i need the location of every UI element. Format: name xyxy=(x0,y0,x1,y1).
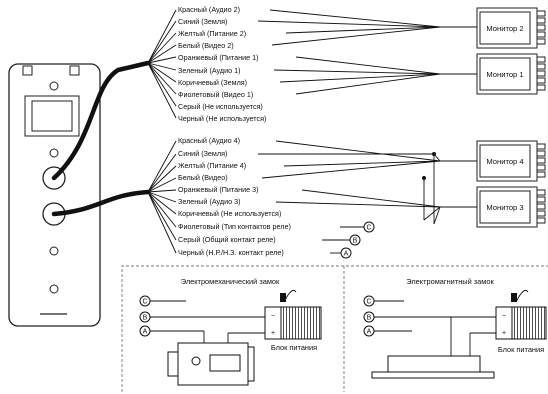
power-supply-label: Блок питания xyxy=(271,343,317,352)
power-supply-label: Блок питания xyxy=(498,345,544,354)
monitor-label: Монитор 2 xyxy=(486,24,523,33)
svg-text:B: B xyxy=(143,315,148,322)
svg-text:+: + xyxy=(502,330,506,337)
wire-label: Синий (Земля) xyxy=(178,149,227,158)
junction-dot xyxy=(422,176,426,180)
wire-label: Белый (Видео 2) xyxy=(178,41,234,50)
wire-label: Оранжевый (Питание 1) xyxy=(178,53,259,62)
door-panel xyxy=(8,63,101,327)
cable-lower xyxy=(51,189,151,217)
svg-text:A: A xyxy=(367,329,372,336)
wire-label: Синий (Земля) xyxy=(178,17,227,26)
relay-marker-a: A xyxy=(340,247,352,259)
plug-icon xyxy=(511,293,517,302)
svg-text:+: + xyxy=(271,330,275,337)
electromagnetic-lock-diagram: Электромагнитный замок C B A − + Блок пи… xyxy=(363,277,547,379)
svg-text:C: C xyxy=(366,225,371,232)
svg-text:A: A xyxy=(344,251,349,258)
wire-label: Белый (Видео) xyxy=(178,173,228,182)
lower-wire-fan xyxy=(147,140,477,254)
wire-label: Желтый (Питание 4) xyxy=(178,161,246,170)
svg-text:C: C xyxy=(366,299,371,306)
wire-label: Зеленый (Аудио 1) xyxy=(178,66,241,75)
upper-wire-fan xyxy=(147,9,477,119)
monitor-3: Монитор 3 xyxy=(476,186,546,228)
monitor-label: Монитор 3 xyxy=(486,203,523,212)
wire-label: Серый (Не используется) xyxy=(178,102,263,111)
wire-label: Фиолетовый (Тип контактов реле) xyxy=(178,222,291,231)
monitor-2: Монитор 2 xyxy=(476,7,546,49)
wire-label: Черный (Н.Р./Н.З. контакт реле) xyxy=(178,248,284,257)
monitor-label: Монитор 1 xyxy=(486,70,523,79)
relay-marker-c: C xyxy=(363,221,375,233)
wire-label: Зеленый (Аудио 3) xyxy=(178,197,241,206)
svg-text:−: − xyxy=(271,313,275,320)
electromechanical-lock-diagram: Электромеханический замок C B A − + Блок… xyxy=(139,277,322,386)
wire-label: Красный (Аудио 2) xyxy=(178,5,240,14)
lock-title: Электромагнитный замок xyxy=(406,277,494,286)
svg-text:B: B xyxy=(353,238,358,245)
wire-label: Желтый (Питание 2) xyxy=(178,29,246,38)
lock-section-frame xyxy=(121,265,548,392)
wire-label: Коричневый (Не используется) xyxy=(178,209,281,218)
wire-label: Красный (Аудио 4) xyxy=(178,136,240,145)
svg-text:−: − xyxy=(502,313,506,320)
svg-text:C: C xyxy=(142,299,147,306)
svg-text:A: A xyxy=(143,329,148,336)
wire-label: Коричневый (Земля) xyxy=(178,78,247,87)
wire-label: Черный (Не используется) xyxy=(178,114,266,123)
wire-label: Оранжевый (Питание 3) xyxy=(178,185,259,194)
cable-upper xyxy=(51,60,151,181)
lower-wire-labels: Красный (Аудио 4) Синий (Земля) Желтый (… xyxy=(178,135,302,257)
monitor-label: Монитор 4 xyxy=(486,157,523,166)
wire-label: Серый (Общий контакт реле) xyxy=(178,235,276,244)
monitor-4: Монитор 4 xyxy=(476,140,546,182)
relay-marker-b: B xyxy=(349,234,361,246)
junction-dot xyxy=(432,152,436,156)
svg-text:B: B xyxy=(367,315,372,322)
monitor-1: Монитор 1 xyxy=(476,53,546,95)
plug-icon xyxy=(280,293,286,302)
wire-label: Фиолетовый (Видео 1) xyxy=(178,90,253,99)
upper-wire-labels: Красный (Аудио 2) Синий (Земля) Желтый (… xyxy=(178,4,296,123)
lock-title: Электромеханический замок xyxy=(181,277,280,286)
